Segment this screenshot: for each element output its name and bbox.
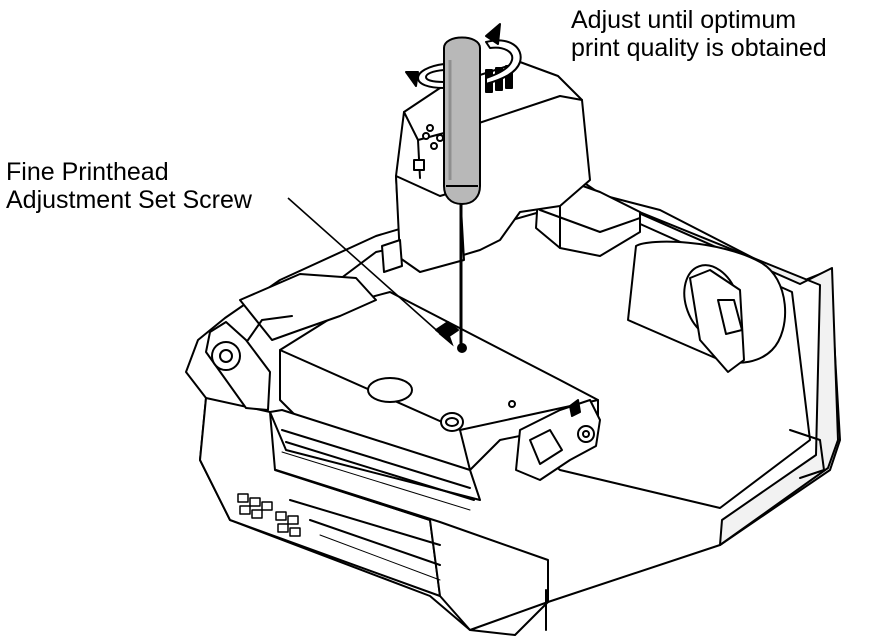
platen-roller bbox=[269, 409, 481, 501]
roll-guide bbox=[689, 269, 745, 373]
printhead-hub bbox=[367, 377, 413, 403]
adjust-callout-line1: Adjust until optimum bbox=[571, 6, 797, 34]
front-panel bbox=[275, 469, 549, 631]
set-screw-callout: Fine Printhead Adjustment Set Screw bbox=[6, 158, 252, 214]
right-wall bbox=[599, 195, 839, 546]
set-screw-callout-line2: Adjustment Set Screw bbox=[6, 186, 252, 214]
rotation-arrow-icon bbox=[405, 23, 522, 89]
leader-line bbox=[287, 197, 454, 347]
screwdriver-icon bbox=[443, 36, 481, 348]
set-screw-callout-line1: Fine Printhead bbox=[6, 158, 169, 186]
adjust-callout-line2: print quality is obtained bbox=[571, 34, 827, 62]
vent-grill bbox=[237, 493, 301, 537]
adjust-callout: Adjust until optimum print quality is ob… bbox=[571, 6, 827, 62]
